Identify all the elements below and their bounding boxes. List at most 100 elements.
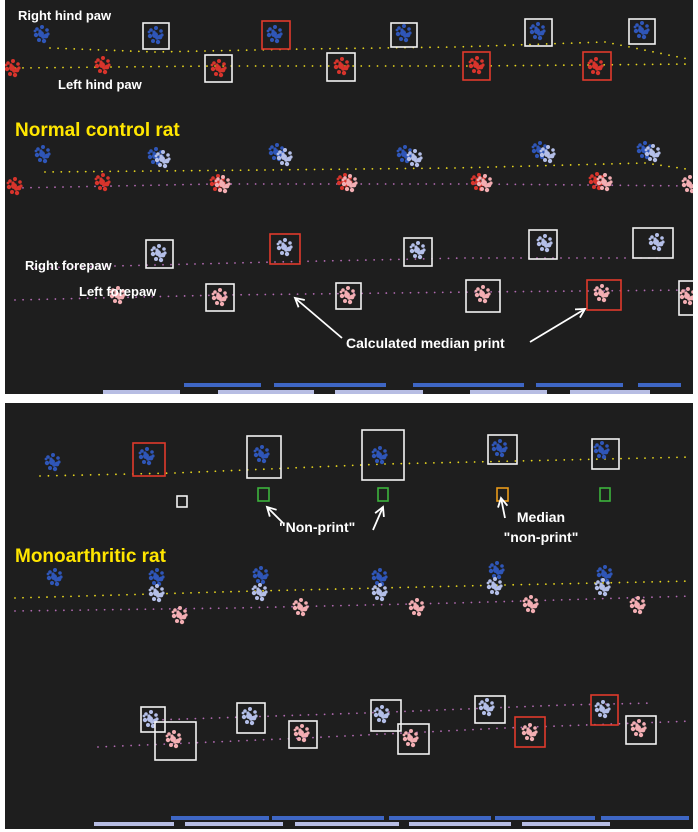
- left-forepaw-print: [339, 286, 356, 305]
- left-hind-paw-print: [210, 59, 227, 78]
- left-forepaw-print: [629, 596, 646, 615]
- arrow-to-non-print: [265, 505, 284, 524]
- right-hind-paw-print: [34, 145, 51, 164]
- print-box-white: [487, 434, 518, 465]
- label-left-hind-paw: Left hind paw: [58, 77, 142, 92]
- label-left-forepaw: Left forepaw: [79, 284, 157, 299]
- left-forepaw-print: [341, 174, 358, 193]
- left-forepaw-print: [408, 598, 425, 617]
- right-hind-paw-print: [138, 447, 155, 466]
- non-print-box-white: [176, 495, 188, 508]
- left-hind-paw-print: [6, 177, 23, 196]
- pink-gait-trail: [14, 183, 686, 189]
- left-forepaw-print: [165, 730, 182, 749]
- label-right-hind-paw: Right hind paw: [18, 8, 112, 23]
- print-box-white: [632, 227, 674, 259]
- yellow-gait-trail: [44, 162, 686, 173]
- right-hind-paw-print: [252, 566, 269, 585]
- right-forepaw-print: [373, 705, 390, 724]
- title-monoarthritic-rat: Monoarthritic rat: [15, 546, 166, 567]
- yellow-gait-trail: [39, 456, 686, 477]
- left-hind-paw-print: [587, 57, 604, 76]
- print-box-white: [628, 18, 656, 45]
- left-forepaw-print: [171, 606, 188, 625]
- step-bar-right-fore: [522, 822, 600, 826]
- left-forepaw-print: [679, 287, 693, 306]
- right-hind-paw-print: [147, 26, 164, 45]
- print-box-red: [514, 716, 546, 748]
- pink-gait-trail: [154, 702, 648, 721]
- print-box-red: [586, 279, 622, 311]
- yellow-gait-trail: [14, 580, 686, 599]
- left-hind-paw-print: [5, 59, 21, 78]
- right-forepaw-print: [648, 233, 665, 252]
- print-box-white: [335, 282, 362, 310]
- print-box-white: [678, 280, 693, 316]
- step-bar-right-hind: [536, 383, 623, 387]
- left-hind-paw-print: [333, 57, 350, 76]
- right-forepaw-print: [154, 150, 171, 169]
- pink-gait-trail: [14, 595, 686, 612]
- step-bar-right-hind: [274, 383, 386, 387]
- print-box-white: [474, 695, 506, 724]
- non-print-box-green: [377, 487, 389, 502]
- print-box-red: [132, 442, 166, 477]
- print-box-red: [261, 20, 291, 50]
- right-forepaw-print: [371, 583, 388, 602]
- left-forepaw-print: [522, 595, 539, 614]
- yellow-gait-trail: [14, 63, 686, 69]
- left-forepaw-print: [521, 723, 538, 742]
- print-box-white: [397, 723, 430, 755]
- left-forepaw-print: [593, 284, 610, 303]
- arrow-to-non-print: [372, 505, 385, 531]
- print-box-white: [142, 22, 170, 50]
- yellow-gait-trail: [49, 41, 686, 60]
- step-bar-right-fore: [335, 390, 423, 394]
- step-bar-right-fore: [570, 390, 650, 394]
- print-box-white: [246, 435, 282, 479]
- print-box-white: [288, 720, 318, 749]
- right-forepaw-print: [406, 149, 423, 168]
- print-box-red: [462, 51, 491, 81]
- left-forepaw-print: [293, 724, 310, 743]
- right-hind-paw-print: [46, 568, 63, 587]
- left-forepaw-print: [109, 286, 126, 305]
- right-hind-paw-print: [395, 24, 412, 43]
- print-box-white: [465, 279, 501, 313]
- left-forepaw-print: [211, 288, 228, 307]
- step-bar-right-hind: [413, 383, 524, 387]
- normal-control-footprint-image: [5, 18, 693, 394]
- right-forepaw-print: [409, 241, 426, 260]
- right-hind-paw-print: [488, 561, 505, 580]
- print-box-white: [370, 699, 402, 732]
- step-bar-right-fore: [103, 390, 180, 394]
- step-bar-right-hind: [601, 816, 689, 820]
- right-forepaw-print: [486, 577, 503, 596]
- step-bar-right-fore: [295, 822, 399, 826]
- right-forepaw-print: [478, 698, 495, 717]
- print-box-white: [236, 702, 266, 734]
- label-calculated-median-print: Calculated median print: [346, 335, 505, 351]
- title-normal-control-rat: Normal control rat: [15, 120, 180, 141]
- right-forepaw-print: [241, 707, 258, 726]
- step-bar-right-fore: [409, 822, 511, 826]
- left-forepaw-print: [476, 174, 493, 193]
- print-box-white: [205, 283, 235, 312]
- print-box-white: [145, 239, 174, 269]
- arrow-to-median-non-print: [497, 496, 509, 519]
- right-hind-paw-print: [529, 22, 546, 41]
- monoarthritic-panel: "Non-print" Median "non-print" Monoarthr…: [5, 403, 693, 829]
- step-bar-right-fore: [600, 822, 610, 826]
- non-print-box-green: [257, 487, 270, 502]
- right-hind-paw-print: [633, 21, 650, 40]
- step-bar-right-fore: [218, 390, 314, 394]
- right-forepaw-print: [148, 584, 165, 603]
- left-forepaw-print: [596, 173, 613, 192]
- print-box-white: [625, 715, 657, 745]
- left-forepaw-print: [292, 598, 309, 617]
- normal-control-panel: Right hind paw Left hind paw Normal cont…: [5, 0, 693, 394]
- step-bar-right-hind: [272, 816, 384, 820]
- print-box-white: [390, 22, 418, 48]
- step-bar-right-hind: [495, 816, 595, 820]
- step-bar-right-hind: [638, 383, 681, 387]
